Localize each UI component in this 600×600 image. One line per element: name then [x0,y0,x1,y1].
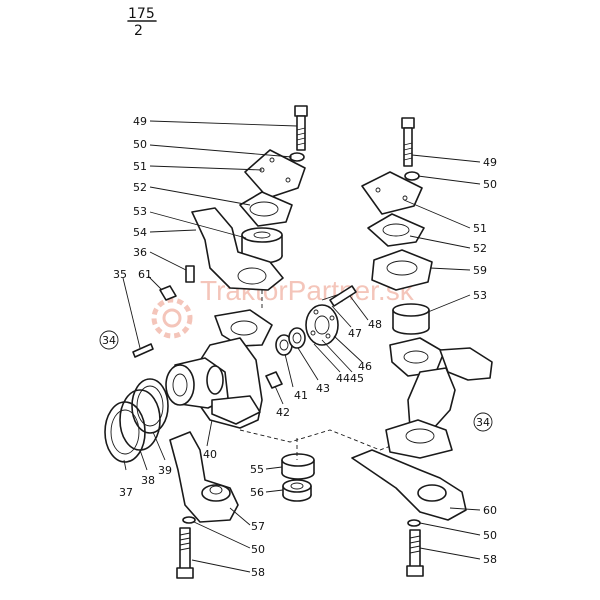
callout-41: 41 [294,389,308,402]
callout-58-right: 58 [483,553,497,566]
callout-59: 59 [473,264,487,277]
callout-57: 57 [251,520,265,533]
steering-knuckle-40 [165,309,273,429]
page-number-top: 175 [128,6,155,22]
bolt-49-left [294,105,308,151]
bolt-49-right [401,117,415,167]
callout-38: 38 [141,474,155,487]
flange-46 [305,304,339,346]
callout-48: 48 [368,318,382,331]
pin-35 [132,343,154,358]
washer-50-right [404,171,420,181]
callout-60: 60 [483,504,497,517]
callout-55: 55 [250,463,264,476]
callout-42: 42 [276,406,290,419]
bolt-58-left [176,527,194,579]
gasket-52-right [367,213,425,247]
callout-35: 35 [113,268,127,281]
bolt-58-right [406,529,424,577]
callout-50-bottom: 50 [251,543,265,556]
callout-61: 61 [138,268,152,281]
callout-36: 36 [133,246,147,259]
callout-34-right-circle [473,412,493,432]
callout-50-left: 50 [133,138,147,151]
callout-54-left: 54 [133,226,147,239]
callout-49-right: 49 [483,156,497,169]
cap-plate-51-right [361,171,423,215]
lower-arm-60 [351,449,467,521]
callout-56: 56 [250,486,264,499]
callout-39: 39 [158,464,172,477]
callout-52-right: 52 [473,242,487,255]
callout-52-left: 52 [133,181,147,194]
steering-knuckle-right [385,337,493,459]
washer-50-bottom [182,516,196,524]
callout-46: 46 [358,360,372,373]
callout-34-right: 34 [476,416,490,429]
pin-36 [185,265,195,283]
rubber-block-53-right [392,303,430,335]
callout-53-right: 53 [473,289,487,302]
callout-37: 37 [119,486,133,499]
callout-58-left: 58 [251,566,265,579]
leader-lines [122,120,481,573]
callout-34-left-circle [99,330,119,350]
grease-nipple-61 [159,285,177,301]
callout-49-left: 49 [133,115,147,128]
gasket-52-left [239,191,293,227]
ring-39 [131,378,169,434]
callout-51-right: 51 [473,222,487,235]
callout-53-left: 53 [133,205,147,218]
callout-43: 43 [316,382,330,395]
washer-50-right-bottom [407,519,421,527]
callout-50-right-bottom: 50 [483,529,497,542]
bolt-48 [329,285,357,307]
callout-47: 47 [348,327,362,340]
bushing-43 [288,327,306,349]
washer-50-left [289,152,305,162]
callout-34-left: 34 [102,334,116,347]
lower-arm-57 [169,431,239,523]
callout-40: 40 [203,448,217,461]
seal-37 [104,401,146,463]
page-number-bottom: 2 [134,23,143,39]
spacer-plate-59 [371,249,433,291]
callout-45: 45 [350,372,364,385]
callout-51-left: 51 [133,160,147,173]
bearing-56 [282,479,312,502]
callout-44: 44 [336,372,350,385]
nipple-42 [265,371,283,389]
bushing-55 [281,453,315,480]
callout-50-right: 50 [483,178,497,191]
